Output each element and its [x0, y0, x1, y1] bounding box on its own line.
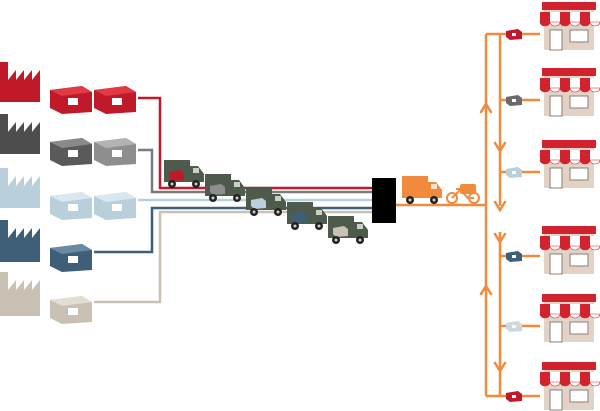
- arrow-up-2: [479, 283, 493, 296]
- truck-slate-blue-cargo: [287, 202, 327, 230]
- store-1: [539, 2, 600, 51]
- package-store-4-slate-blue: [506, 251, 522, 262]
- factory-light-blue: [0, 168, 40, 208]
- store-5: [539, 294, 600, 343]
- delivery-van: [402, 176, 442, 204]
- arrow-up-1: [479, 101, 493, 114]
- truck-light-blue-cargo: [246, 188, 286, 216]
- factory-dark-gray: [0, 114, 40, 154]
- store-3: [539, 140, 600, 189]
- factory-slate-blue: [0, 220, 40, 262]
- arrow-down-1: [493, 200, 507, 213]
- route-arrows: [479, 101, 507, 374]
- truck-beige-cargo: [328, 216, 368, 244]
- package-store-6-red: [506, 391, 522, 402]
- arrow-down-4: [493, 232, 507, 245]
- store-6: [539, 362, 600, 411]
- stores-group: [539, 2, 600, 411]
- arrow-down-2: [493, 141, 507, 154]
- consolidation-hub: [372, 178, 396, 223]
- box-dark-gray-2: [94, 138, 136, 166]
- box-light-blue-2: [94, 192, 136, 220]
- factory-beige: [0, 272, 40, 316]
- store-4: [539, 226, 600, 275]
- package-store-2-dark-gray: [506, 95, 522, 106]
- box-red-1: [50, 86, 92, 114]
- box-light-blue-1: [50, 192, 92, 220]
- package-store-3-light-blue: [506, 167, 522, 178]
- package-store-5-light-blue: [506, 321, 522, 332]
- box-beige-1: [50, 296, 92, 324]
- truck-dark-gray-cargo: [205, 174, 245, 202]
- arrow-down-3: [493, 361, 507, 374]
- package-store-1-red: [506, 29, 522, 40]
- box-dark-gray-1: [50, 138, 92, 166]
- store-2: [539, 68, 600, 117]
- box-slate-blue-1: [50, 244, 92, 272]
- truck-red-cargo: [164, 160, 204, 188]
- cargo-bike: [446, 184, 480, 204]
- outbound-routes: [396, 32, 540, 398]
- route-beige: [94, 210, 372, 304]
- box-red-2: [94, 86, 136, 114]
- factory-red: [0, 62, 40, 102]
